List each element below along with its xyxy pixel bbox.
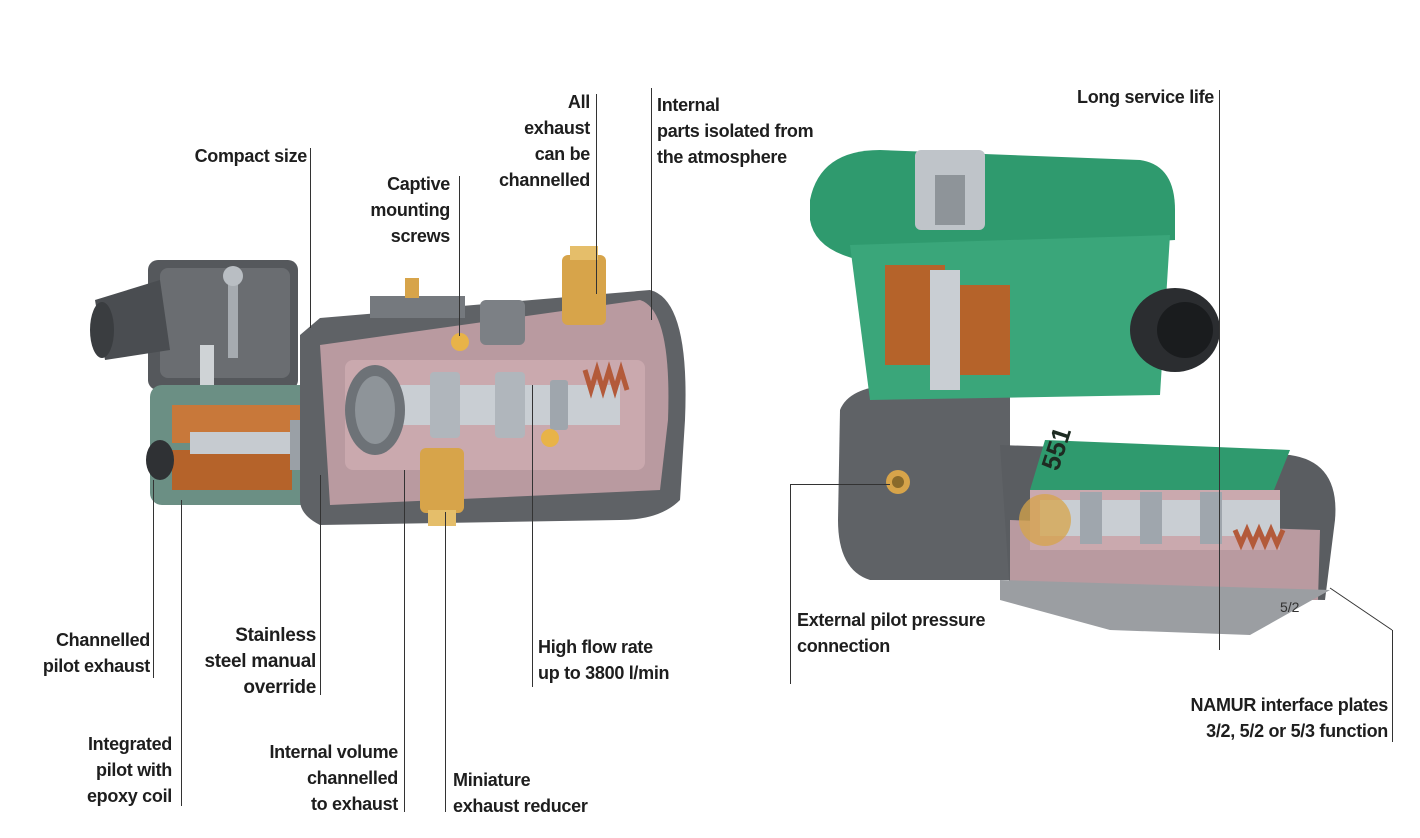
label-internal-volume: Internal volume channelled to exhaust bbox=[269, 739, 398, 817]
label-line: to exhaust bbox=[310, 794, 398, 814]
label-line: connection bbox=[797, 636, 891, 656]
label-line: exhaust reducer bbox=[453, 796, 588, 816]
label-all-exhaust: All exhaust can be channelled bbox=[499, 89, 590, 193]
label-line: steel manual bbox=[204, 651, 316, 672]
label-integrated-pilot: Integrated pilot with epoxy coil bbox=[87, 731, 172, 809]
label-long-service-life: Long service life bbox=[1077, 84, 1214, 110]
label-compact-size: Compact size bbox=[194, 143, 308, 169]
label-line: Channelled bbox=[55, 630, 150, 650]
label-line: can be bbox=[534, 144, 591, 164]
label-line: 3/2, 5/2 or 5/3 function bbox=[1206, 721, 1388, 741]
leader-internal-parts bbox=[651, 88, 652, 320]
label-line: mounting bbox=[370, 200, 450, 220]
label-line: External pilot pressure bbox=[797, 610, 986, 630]
label-line: Miniature bbox=[453, 770, 531, 790]
leader-all-exhaust bbox=[596, 94, 597, 294]
label-line: channelled bbox=[498, 170, 590, 190]
valve-marking-function: 5/2 bbox=[1280, 599, 1300, 615]
label-line: All bbox=[567, 92, 590, 112]
connector-plug bbox=[90, 260, 298, 395]
label-line: Internal bbox=[657, 95, 720, 115]
label-line: High flow rate bbox=[538, 637, 653, 657]
brass-fittings bbox=[405, 246, 606, 526]
label-line: pilot exhaust bbox=[42, 656, 150, 676]
label-namur-interface: NAMUR interface plates 3/2, 5/2 or 5/3 f… bbox=[1190, 692, 1389, 744]
leader-long-service bbox=[1219, 90, 1220, 650]
label-high-flow-rate: High flow rate up to 3800 l/min bbox=[538, 634, 670, 686]
leader-miniature bbox=[445, 512, 446, 812]
label-line: channelled bbox=[306, 768, 398, 788]
leader-integrated bbox=[181, 500, 182, 806]
label-line: pilot with bbox=[96, 760, 172, 780]
label-line: epoxy coil bbox=[86, 786, 172, 806]
leader-internal-volume bbox=[404, 470, 405, 812]
label-line: NAMUR interface plates bbox=[1190, 695, 1389, 715]
label-line: Internal volume bbox=[269, 742, 398, 762]
main-body bbox=[300, 290, 686, 525]
leader-stainless bbox=[320, 475, 321, 695]
label-line: screws bbox=[390, 226, 451, 246]
label-internal-parts: Internal parts isolated from the atmosph… bbox=[657, 92, 814, 170]
label-channelled-pilot-exhaust: Channelled pilot exhaust bbox=[43, 627, 150, 679]
leader-namur bbox=[1392, 630, 1393, 742]
label-line: Stainless bbox=[235, 625, 316, 646]
label-line: Long service life bbox=[1077, 87, 1214, 107]
label-line: Integrated bbox=[87, 734, 172, 754]
leader-high-flow bbox=[532, 385, 533, 687]
label-captive-mounting-screws: Captive mounting screws bbox=[370, 171, 450, 249]
label-line: Compact size bbox=[194, 146, 308, 166]
label-stainless-override: Stainless steel manual override bbox=[204, 623, 316, 701]
label-line: parts isolated from bbox=[657, 121, 814, 141]
label-line: exhaust bbox=[524, 118, 590, 138]
leader-compact-size bbox=[310, 148, 311, 328]
leader-channelled-pilot bbox=[153, 480, 154, 678]
solenoid-housing bbox=[810, 150, 1220, 400]
valve-slab bbox=[1000, 440, 1336, 635]
leader-captive bbox=[459, 176, 460, 336]
label-external-pilot-pressure: External pilot pressure connection bbox=[797, 607, 985, 659]
leader-external-pilot-h bbox=[790, 484, 890, 485]
label-line: up to 3800 l/min bbox=[538, 663, 670, 683]
label-line: Captive bbox=[387, 174, 450, 194]
valve-base-body bbox=[838, 385, 1010, 580]
leader-external-pilot bbox=[790, 484, 791, 684]
label-miniature-exhaust-reducer: Miniature exhaust reducer bbox=[453, 767, 588, 819]
label-line: the atmosphere bbox=[657, 147, 787, 167]
label-line: override bbox=[243, 677, 316, 698]
